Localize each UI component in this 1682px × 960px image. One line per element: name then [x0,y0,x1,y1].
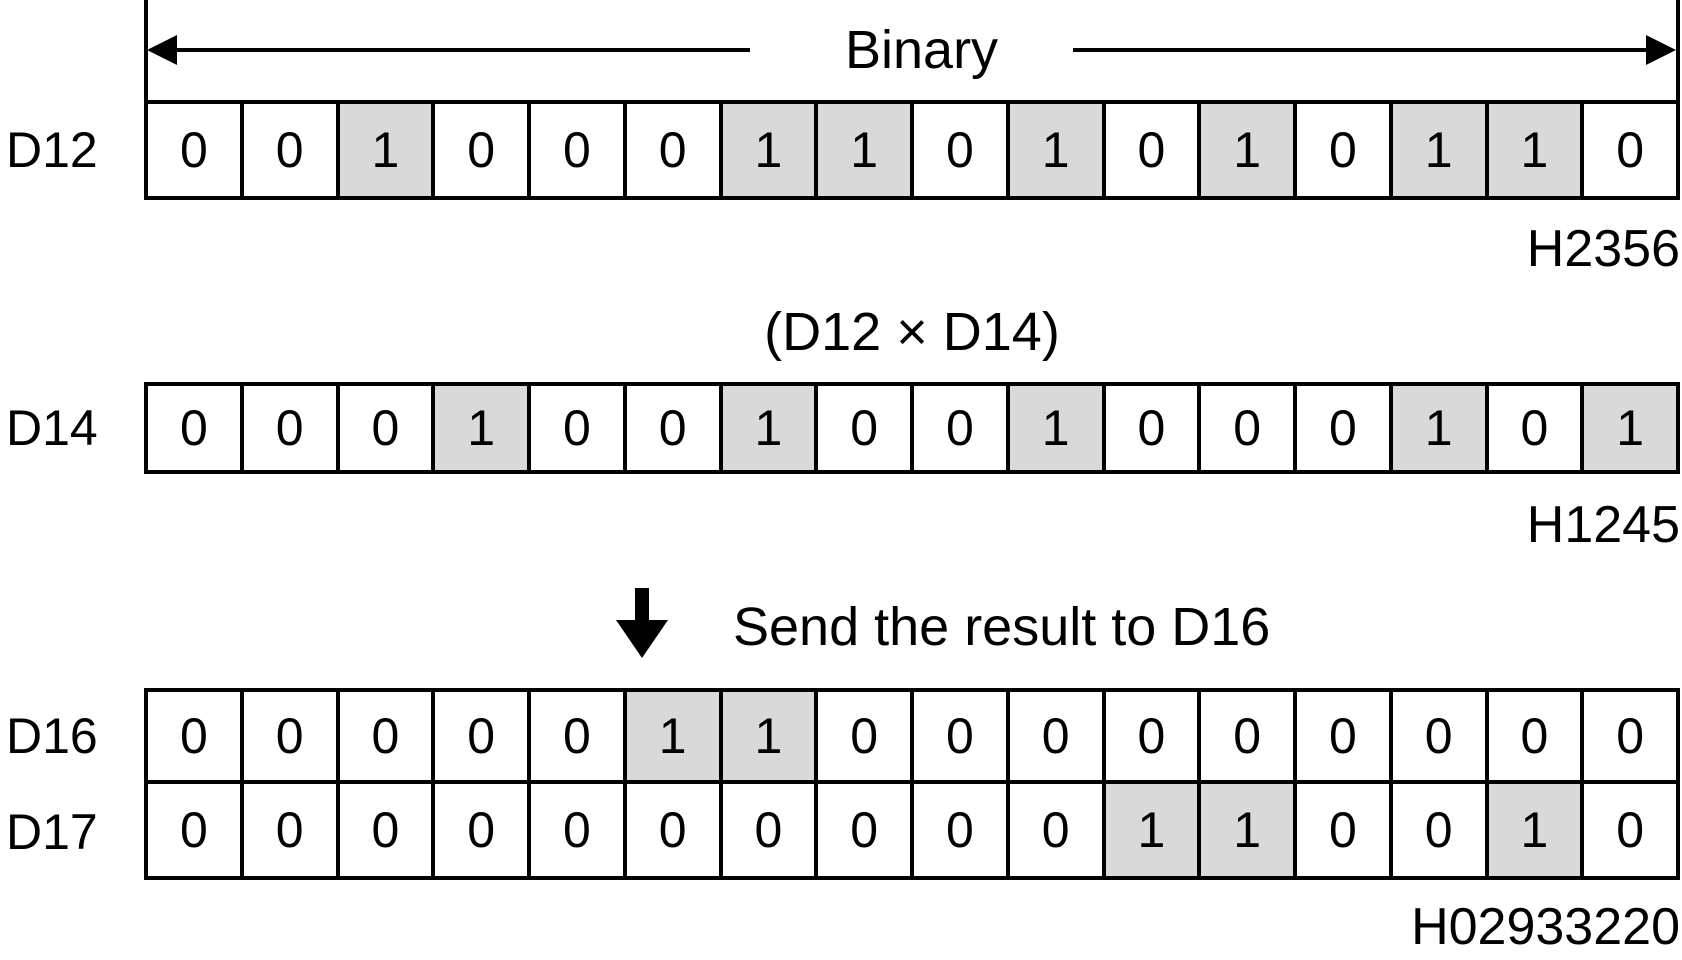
bit-cell: 0 [1293,386,1389,470]
bit-cell: 1 [718,692,815,780]
bit-cell: 0 [1101,104,1198,196]
bit-cell: 0 [910,784,1006,876]
bit-cell: 1 [1101,784,1198,876]
bit-cell: 0 [718,784,815,876]
bit-cell: 0 [527,692,623,780]
bit-cell: 0 [179,802,208,858]
bit-cell: 0 [910,386,1006,470]
bit-cell: 0 [179,122,208,178]
bit-cell: 0 [1005,692,1102,780]
bit-cell: 1 [1484,784,1581,876]
bit-cell: 0 [1580,692,1676,780]
register-label-d12: D12 [6,122,98,178]
bit-cell: 1 [1197,784,1293,876]
bit-cell: 0 [527,104,623,196]
bit-cell: 0 [1388,784,1485,876]
bit-cell: 0 [527,386,623,470]
binary-span-line-right [1073,48,1651,52]
hex-value-d14: H1245 [1526,496,1680,554]
bit-cell: 1 [431,386,527,470]
binary-span-left-boundary [144,0,148,104]
binary-span-right-boundary [1676,0,1680,104]
bit-cell: 0 [814,784,910,876]
bit-cell: 0 [1293,784,1389,876]
bit-cell: 1 [1484,104,1581,196]
bit-cell: 0 [335,386,432,470]
bit-cell: 0 [239,386,336,470]
hex-value-d12: H2356 [1526,220,1680,278]
bit-cell: 0 [1293,692,1389,780]
bit-cell: 0 [335,692,432,780]
bit-cell: 1 [1197,104,1293,196]
bit-cell: 0 [527,784,623,876]
register-label-d16: D16 [6,708,98,764]
bit-cell: 0 [1388,692,1485,780]
bit-cell: 0 [1293,104,1389,196]
bit-cell: 0 [622,386,719,470]
bit-cell: 0 [622,784,719,876]
bit-cell: 0 [1197,386,1293,470]
bit-cell: 1 [718,386,815,470]
bit-cell: 0 [431,104,527,196]
bit-cell: 0 [239,104,336,196]
bit-cell: 1 [622,692,719,780]
bit-cell: 0 [814,386,910,470]
bit-cell: 0 [1484,692,1581,780]
bit-cell: 0 [239,692,336,780]
bit-cell: 1 [1388,104,1485,196]
bit-cell: 0 [431,784,527,876]
send-result-note: Send the result to D16 [733,597,1271,657]
operation-label: (D12 × D14) [764,302,1060,362]
down-arrow-head [616,620,668,658]
bit-cell: 0 [1484,386,1581,470]
bit-cell: 0 [1580,104,1676,196]
bit-cell: 1 [1005,386,1102,470]
bit-cell: 0 [179,708,208,764]
bit-cell: 0 [622,104,719,196]
bit-cell: 0 [1101,386,1198,470]
right-arrowhead-icon [1646,35,1676,65]
bit-cell: 0 [179,400,208,456]
hex-value-result: H02933220 [1411,898,1680,956]
bit-cell: 0 [1197,692,1293,780]
down-arrow-icon [616,588,668,658]
bit-cell: 1 [718,104,815,196]
bit-cell: 1 [1005,104,1102,196]
bit-cell: 0 [431,692,527,780]
register-label-d14: D14 [6,400,98,456]
bit-cell: 1 [1388,386,1485,470]
register-label-d17: D17 [6,804,98,860]
bit-cell: 1 [814,104,910,196]
binary-label: Binary [845,20,999,80]
binary-span-line-left [170,48,750,52]
bit-cell: 0 [1101,692,1198,780]
bit-cell: 0 [1580,784,1676,876]
bit-cell: 1 [335,104,432,196]
bit-cell: 0 [814,692,910,780]
bit-cell: 1 [1580,386,1676,470]
bit-cell: 0 [910,692,1006,780]
bit-cell: 0 [910,104,1006,196]
bit-cell: 0 [335,784,432,876]
bit-cell: 0 [1005,784,1102,876]
bit-cell: 0 [239,784,336,876]
down-arrow-shaft [635,588,649,626]
